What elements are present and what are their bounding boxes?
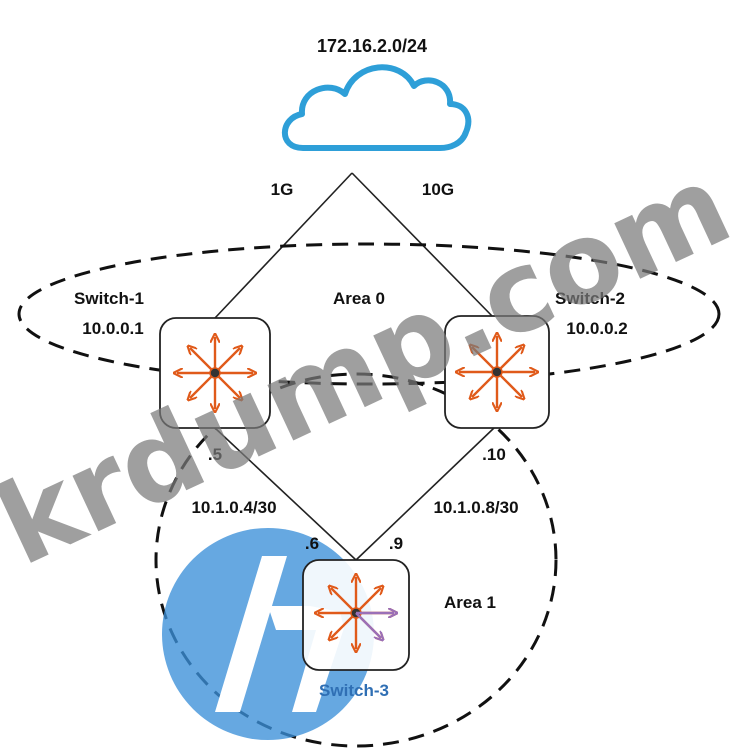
area1-label: Area 1 [444, 593, 496, 612]
link-s1-s3-subnet: 10.1.0.4/30 [191, 498, 276, 517]
subnet-label: 172.16.2.0/24 [317, 36, 427, 56]
switch3-name: Switch-3 [319, 681, 389, 700]
switch1-name: Switch-1 [74, 289, 144, 308]
switch2-name: Switch-2 [555, 289, 625, 308]
link-switch2-switch3 [355, 427, 495, 561]
switch3-left-end-label: .6 [305, 534, 319, 553]
switch2-link-end-label: .10 [482, 445, 506, 464]
switch3-right-end-label: .9 [389, 534, 403, 553]
link-left-speed-label: 1G [271, 180, 294, 199]
area1-boundary [154, 372, 558, 748]
switch1-link-end-label: .5 [208, 445, 222, 464]
area0-boundary [17, 242, 721, 386]
switch1-ip: 10.0.0.1 [82, 319, 143, 338]
area0-label: Area 0 [333, 289, 385, 308]
watermark: krdump.com [0, 140, 744, 591]
switch1-router[interactable] [159, 317, 271, 429]
switch2-router[interactable] [444, 315, 550, 429]
switch3-router[interactable] [302, 559, 410, 671]
switch2-ip: 10.0.0.2 [566, 319, 627, 338]
link-s2-s3-subnet: 10.1.0.8/30 [433, 498, 518, 517]
cloud-icon [282, 64, 472, 151]
link-right-speed-label: 10G [422, 180, 454, 199]
link-switch1-switch3 [214, 427, 357, 561]
